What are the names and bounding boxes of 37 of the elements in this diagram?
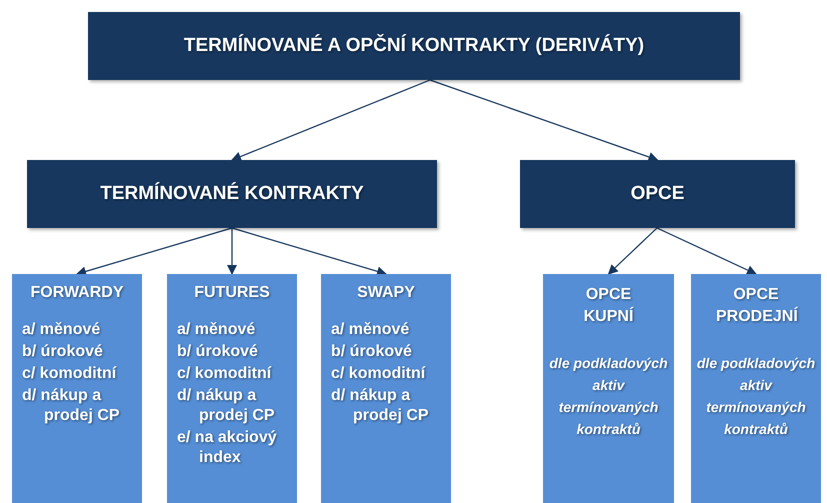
arrow: [231, 79, 430, 162]
box-title: OPCE PRODEJNÍ: [716, 285, 796, 327]
description-text: dle podkladových aktiv termínovaných kontraktů: [548, 354, 668, 439]
category-box: [27, 160, 437, 228]
list-item: b/ úrokové: [177, 342, 259, 362]
contract-type-box: [321, 274, 451, 503]
arrow: [76, 227, 232, 276]
category-box: [520, 160, 795, 228]
description-text: dle podkladových aktiv termínovaných kontraktů: [696, 354, 816, 439]
box-title: OPCE: [630, 183, 684, 205]
box-title: FUTURES: [194, 284, 270, 302]
arrow: [430, 79, 658, 162]
option-type-box: [543, 274, 674, 503]
list-item: d/ nákup a prodej CP: [22, 386, 121, 426]
box-title: OPCE KUPNÍ: [582, 285, 635, 327]
list-item: b/ úrokové: [22, 342, 104, 362]
arrow: [227, 228, 237, 275]
list-item: c/ komoditní: [177, 364, 272, 384]
box-title: FORWARDY: [30, 284, 124, 302]
box-title: TERMÍNOVANÉ A OPČNÍ KONTRAKTY (DERIVÁTY): [184, 35, 644, 57]
list-item: b/ úrokové: [331, 342, 413, 362]
list-item: e/ na akciový index: [177, 428, 278, 468]
option-type-box: [691, 274, 821, 503]
arrow: [232, 227, 387, 276]
list-item: c/ komoditní: [22, 364, 118, 384]
box-title: SWAPY: [357, 284, 415, 302]
list-item: a/ měnové: [177, 320, 256, 340]
arrow: [608, 228, 658, 275]
contract-type-box: [12, 274, 142, 503]
list-item: d/ nákup a prodej CP: [331, 386, 430, 426]
contract-type-box: [167, 274, 297, 503]
arrow: [656, 227, 757, 275]
category-box: [88, 12, 740, 80]
list-item: c/ komoditní: [331, 364, 426, 384]
box-title: TERMÍNOVANÉ KONTRAKTY: [100, 183, 364, 205]
list-item: a/ měnové: [22, 320, 102, 340]
list-item: a/ měnové: [331, 320, 410, 340]
